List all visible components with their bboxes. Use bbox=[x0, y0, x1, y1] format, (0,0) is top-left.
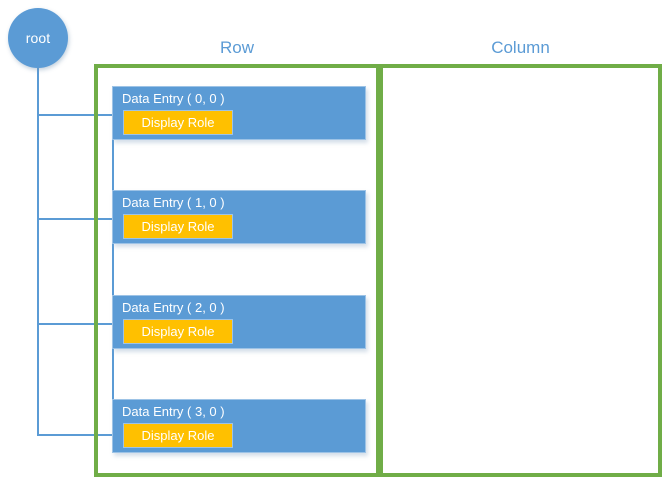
connector-elbow-rail bbox=[112, 114, 114, 435]
display-role-label: Display Role bbox=[141, 115, 215, 130]
column-group-box bbox=[379, 64, 662, 477]
data-entry-title: Data Entry ( 2, 0 ) bbox=[122, 300, 225, 315]
data-entry-card[interactable]: Data Entry ( 1, 0 ) Display Role bbox=[112, 190, 366, 244]
data-entry-card[interactable]: Data Entry ( 2, 0 ) Display Role bbox=[112, 295, 366, 349]
data-entry-title: Data Entry ( 3, 0 ) bbox=[122, 404, 225, 419]
connector-branch-3 bbox=[37, 434, 113, 436]
data-entry-card[interactable]: Data Entry ( 3, 0 ) Display Role bbox=[112, 399, 366, 453]
connector-branch-0 bbox=[37, 114, 113, 116]
display-role-chip[interactable]: Display Role bbox=[123, 214, 233, 239]
connector-branch-1 bbox=[37, 218, 113, 220]
display-role-chip[interactable]: Display Role bbox=[123, 319, 233, 344]
row-group-title: Row bbox=[219, 38, 254, 57]
root-node-label: root bbox=[25, 30, 51, 46]
data-entry-card[interactable]: Data Entry ( 0, 0 ) Display Role bbox=[112, 86, 366, 140]
display-role-chip[interactable]: Display Role bbox=[123, 110, 233, 135]
connector-root-trunk bbox=[37, 64, 39, 435]
connector-branch-2 bbox=[37, 323, 113, 325]
display-role-label: Display Role bbox=[141, 219, 215, 234]
display-role-label: Display Role bbox=[141, 324, 215, 339]
row-group-box bbox=[94, 64, 380, 477]
display-role-label: Display Role bbox=[141, 428, 215, 443]
column-group-title: Column bbox=[491, 38, 550, 57]
data-entry-title: Data Entry ( 1, 0 ) bbox=[122, 195, 225, 210]
display-role-chip[interactable]: Display Role bbox=[123, 423, 233, 448]
data-entry-title: Data Entry ( 0, 0 ) bbox=[122, 91, 225, 106]
root-node[interactable]: root bbox=[8, 8, 68, 68]
